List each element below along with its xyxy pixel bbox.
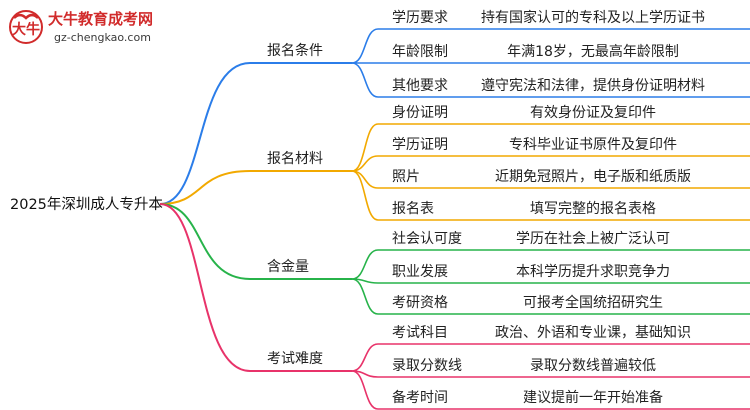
leaf-connector [351, 343, 379, 372]
root-node: 2025年深圳成人专升本 [10, 196, 163, 213]
bull-logo-icon: 大牛 [9, 10, 43, 44]
leaf-key: 备考时间 [392, 389, 448, 406]
leaf-connector [351, 249, 379, 280]
leaf-value: 录取分数线普遍较低 [530, 358, 656, 374]
leaf-value: 本科学历提升求职竞争力 [516, 263, 670, 280]
site-logo: 大牛 大牛教育成考网 gz-chengkao.com [9, 10, 153, 44]
leaf-value: 专科毕业证书原件及复印件 [509, 136, 677, 153]
leaf-value: 有效身份证及复印件 [530, 104, 656, 121]
leaf-connector [351, 370, 379, 410]
leaf-value: 政治、外语和专业课，基础知识 [495, 324, 691, 341]
branch-connector [159, 170, 251, 205]
mind-map-edges [159, 28, 750, 410]
leaf-value: 学历在社会上被广泛认可 [516, 231, 670, 247]
leaf-key: 学历要求 [392, 10, 448, 26]
leaf-value: 可报考全国统招研究生 [523, 294, 663, 311]
branch-connector [159, 203, 251, 280]
leaf-value: 年满18岁，无最高年龄限制 [507, 43, 679, 60]
leaf-connector [351, 62, 379, 98]
leaf-connector [351, 170, 379, 221]
branch-label: 考试难度 [267, 351, 323, 367]
leaf-value: 持有国家认可的专科及以上学历证书 [481, 9, 705, 26]
leaf-key: 录取分数线 [392, 358, 462, 374]
svg-text:大牛: 大牛 [12, 21, 40, 38]
leaf-connector [351, 123, 379, 172]
branch-connector [159, 203, 251, 372]
leaf-key: 考研资格 [392, 295, 448, 311]
leaf-key: 年龄限制 [392, 44, 448, 60]
leaf-key: 社会认可度 [392, 231, 462, 247]
branch-label: 报名条件 [267, 42, 323, 59]
leaf-key: 其他要求 [392, 78, 448, 94]
branch-connector [159, 62, 251, 205]
leaf-key: 学历证明 [392, 137, 448, 153]
logo-url-text: gz-chengkao.com [54, 31, 151, 44]
leaf-value: 填写完整的报名表格 [530, 201, 656, 217]
leaf-key: 照片 [392, 169, 420, 185]
leaf-key: 身份证明 [392, 105, 448, 121]
leaf-value: 建议提前一年开始准备 [523, 389, 663, 406]
leaf-connector [351, 28, 379, 64]
leaf-value: 遵守宪法和法律，提供身份证明材料 [481, 77, 705, 94]
logo-brand-text: 大牛教育成考网 [48, 10, 153, 28]
leaf-connector [351, 278, 379, 315]
branch-label: 报名材料 [267, 151, 323, 167]
leaf-key: 考试科目 [392, 325, 448, 341]
branch-label: 含金量 [267, 259, 309, 275]
leaf-value: 近期免冠照片，电子版和纸质版 [495, 169, 691, 185]
leaf-key: 职业发展 [392, 264, 448, 280]
leaf-key: 报名表 [392, 201, 434, 217]
